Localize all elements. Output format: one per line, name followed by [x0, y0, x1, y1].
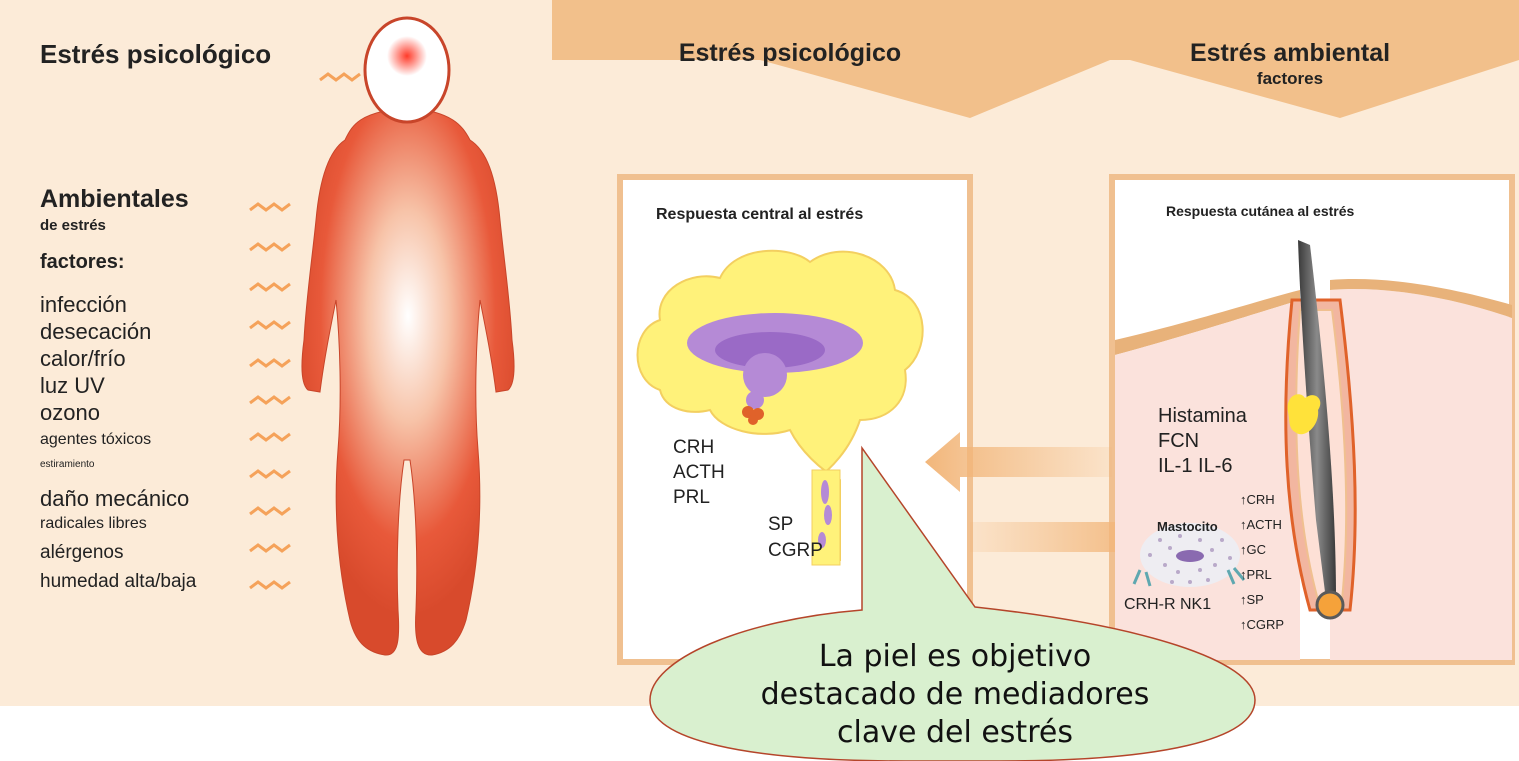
stressor-item: infección: [40, 292, 127, 317]
hair-shaft: [1298, 240, 1336, 600]
stressor-item: estiramiento: [40, 459, 95, 470]
callout-line: clave del estrés: [837, 715, 1073, 750]
upregulated-item: ↑CRH: [1240, 492, 1275, 507]
mediator-label: IL-1 IL-6: [1158, 455, 1233, 477]
stressor-heading-line3: factores:: [40, 251, 125, 273]
sebaceous-gland: [1287, 394, 1321, 435]
stressor-item: calor/frío: [40, 346, 126, 371]
wavy-arrow-head: [319, 72, 361, 82]
head-stress-spot: [387, 36, 427, 76]
upregulated-item: ↑GC: [1240, 542, 1266, 557]
stressor-item: luz UV: [40, 373, 105, 398]
neuropeptide-label: SP: [768, 514, 794, 535]
pituitary-gland: [742, 406, 764, 425]
hair-bulb: [1315, 590, 1345, 620]
left-title: Estrés psicológico: [40, 39, 272, 69]
arrow-brain-to-skin: [970, 507, 1160, 567]
stressor-item: daño mecánico: [40, 486, 190, 511]
skin-box-title: Respuesta cutánea al estrés: [1166, 203, 1355, 219]
hormone-label: CRH: [673, 437, 715, 458]
right-title-line2: factores: [1256, 69, 1324, 88]
arrow-skin-to-brain: [925, 432, 1112, 492]
receptor-label: CRH-R NK1: [1124, 596, 1212, 613]
neuropeptide-label: CGRP: [768, 540, 823, 561]
stressor-item: ozono: [40, 400, 100, 425]
stressor-item: agentes tóxicos: [40, 431, 152, 448]
brainstem-nuclei: [818, 480, 832, 548]
mast-cell: [1132, 523, 1246, 587]
stressor-item: alérgenos: [40, 542, 124, 563]
callout-line: La piel es objetivo: [818, 639, 1092, 674]
mediator-label: FCN: [1158, 430, 1200, 452]
human-body-figure: [301, 16, 515, 656]
wavy-arrows: [249, 72, 361, 590]
mediator-label: Histamina: [1158, 405, 1247, 427]
central-box-title: Respuesta central al estrés: [656, 206, 864, 223]
upregulated-item: ↑ACTH: [1240, 517, 1282, 532]
callout-line: destacado de mediadores: [760, 677, 1150, 712]
center-title: Estrés psicológico: [678, 39, 902, 67]
upregulated-item: ↑PRL: [1240, 567, 1272, 582]
brain-illustration: [636, 249, 924, 566]
upregulated-item: ↑SP: [1240, 592, 1264, 607]
hormone-label: PRL: [673, 487, 710, 508]
callout-text: La piel es objetivo destacado de mediado…: [655, 638, 1255, 752]
right-title-line1: Estrés ambiental: [1189, 39, 1391, 67]
stressor-heading-line1: Ambientales: [40, 185, 189, 213]
mast-cell-label: Mastocito: [1157, 519, 1218, 534]
stressor-heading-line2: de estrés: [40, 217, 106, 234]
header-banner: [552, 0, 1519, 118]
stressor-item: radicales libres: [40, 515, 147, 532]
stressor-item: humedad alta/baja: [40, 571, 197, 592]
stressor-item: desecación: [40, 319, 152, 344]
hormone-label: ACTH: [673, 462, 725, 483]
upregulated-item: ↑CGRP: [1240, 617, 1285, 632]
